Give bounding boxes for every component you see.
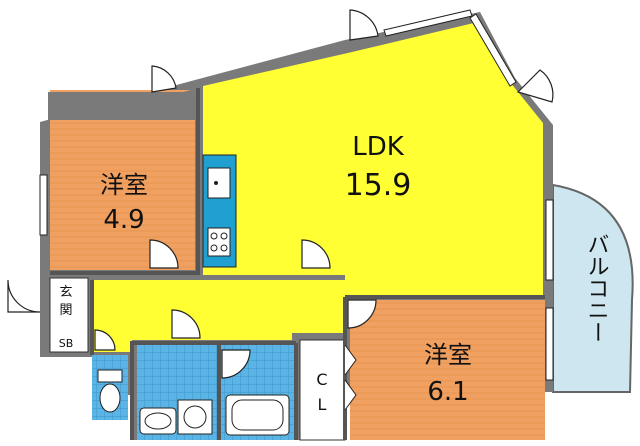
- entrance-label-1: 玄: [59, 285, 72, 300]
- closet: [299, 339, 346, 441]
- window: [383, 9, 473, 37]
- ldk-size: 15.9: [345, 168, 412, 203]
- door-icon: [301, 239, 331, 269]
- ldk-name: LDK: [352, 132, 405, 162]
- bathtub-icon: [225, 394, 290, 436]
- hallway: [92, 280, 345, 352]
- door-icon: [221, 349, 251, 379]
- western-room-2-size: 6.1: [427, 377, 468, 407]
- door-icon: [151, 65, 177, 93]
- entrance: [49, 277, 89, 353]
- ldk-room: [203, 22, 543, 295]
- wash-basin-icon: [139, 407, 177, 435]
- closet-label-2: L: [318, 395, 327, 414]
- sink-icon: [207, 167, 231, 199]
- balcony-label: バルコニー: [584, 233, 609, 343]
- western-room-2: [350, 300, 545, 440]
- door-icon: [347, 299, 377, 329]
- window: [469, 13, 517, 87]
- closet-label-1: C: [316, 370, 327, 389]
- western-room-1-size: 4.9: [103, 205, 144, 235]
- door-icon: [349, 9, 379, 41]
- western-room-1-name: 洋室: [100, 171, 148, 199]
- stove-icon: [207, 227, 231, 257]
- door-icon: [94, 329, 116, 351]
- door-icon: [149, 239, 179, 269]
- window: [39, 174, 48, 236]
- door-icon: [171, 309, 201, 339]
- shoe-box-label: SB: [59, 337, 74, 350]
- toilet-icon: [97, 369, 123, 413]
- door-icon: [7, 279, 41, 313]
- window: [545, 307, 554, 381]
- washing-machine-icon: [177, 399, 213, 435]
- window: [545, 199, 554, 281]
- western-room-2-name: 洋室: [424, 341, 472, 369]
- balcony: [552, 183, 634, 393]
- entrance-label-2: 関: [59, 303, 72, 318]
- door-icon: [516, 69, 554, 103]
